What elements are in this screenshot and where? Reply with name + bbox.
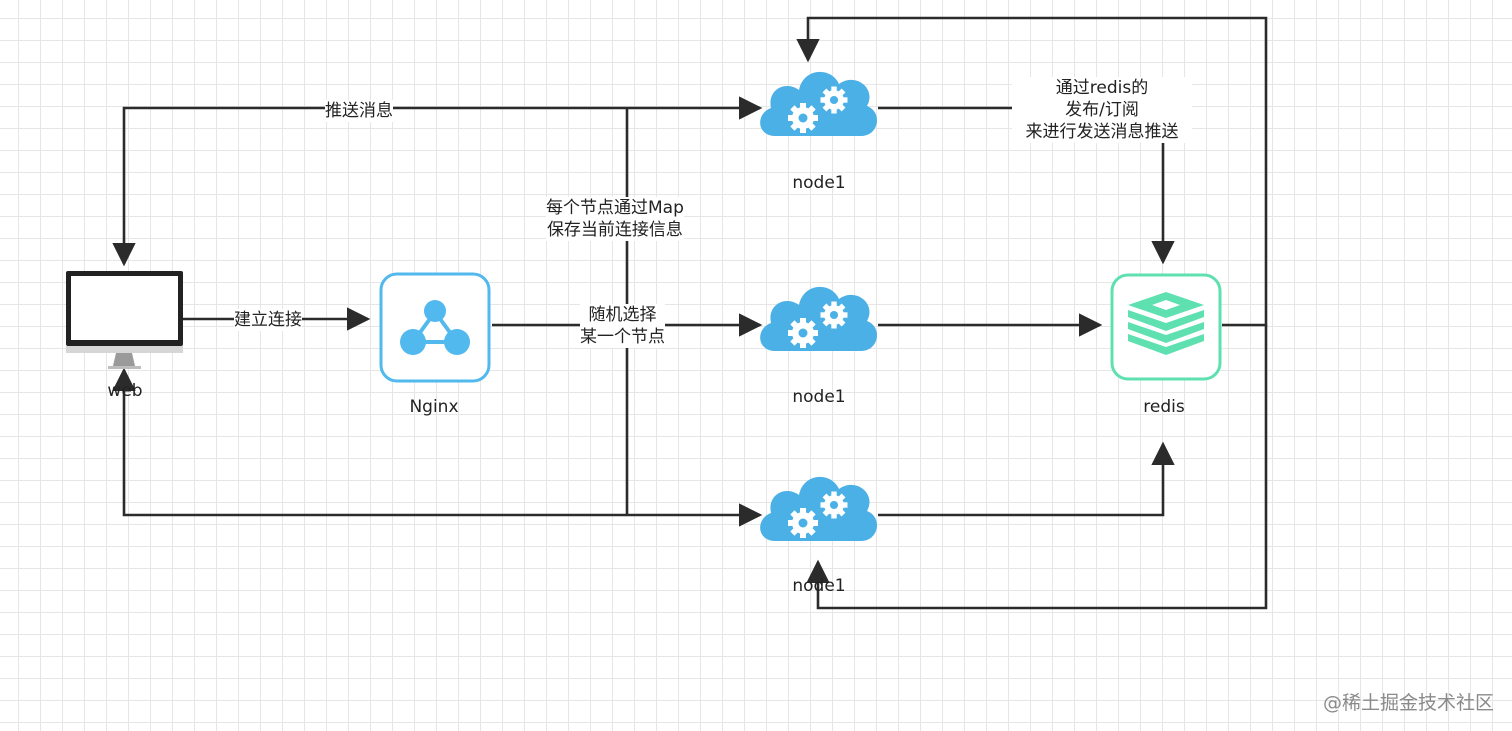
node-top-label: node1 bbox=[792, 173, 846, 193]
edge-redis-node-top bbox=[796, 16, 1268, 327]
monitor-icon bbox=[66, 271, 183, 369]
edge-label-redis-line2: 发布/订阅 bbox=[1065, 100, 1139, 120]
redis-icon bbox=[1110, 273, 1222, 381]
node-mid-label: node1 bbox=[792, 387, 846, 407]
nginx-icon bbox=[379, 272, 491, 383]
edge-bottom-web bbox=[112, 367, 627, 517]
edge-label-push: 推送消息 bbox=[325, 100, 393, 122]
cloud-icon-top bbox=[760, 71, 878, 136]
edge-label-map-line2: 保存当前连接信息 bbox=[546, 220, 683, 240]
edge-label-random-line1: 随机选择 bbox=[588, 305, 657, 325]
edge-redis-node-bot bbox=[806, 325, 1268, 610]
edge-label-redis: 通过redis的 发布/订阅 来进行发送消息推送 bbox=[1012, 77, 1192, 143]
edge-push-web-top bbox=[112, 106, 627, 267]
watermark: @稀土掘金技术社区 bbox=[1322, 692, 1494, 714]
edge-node-bot-redis bbox=[878, 441, 1175, 517]
edge-label-redis-line1: 通过redis的 bbox=[1055, 78, 1149, 98]
edge-label-connect: 建立连接 bbox=[234, 309, 302, 331]
edge-label-map: 每个节点通过Map 保存当前连接信息 bbox=[546, 197, 684, 241]
web-label: web bbox=[107, 381, 143, 401]
edge-label-map-line1: 每个节点通过Map bbox=[546, 198, 684, 218]
edge-label-random: 随机选择 某一个节点 bbox=[580, 304, 665, 348]
edge-label-random-line2: 某一个节点 bbox=[580, 327, 665, 347]
cloud-icon-mid bbox=[760, 286, 878, 351]
node-bot-label: node1 bbox=[792, 576, 846, 596]
edge-label-redis-line3: 来进行发送消息推送 bbox=[1025, 122, 1179, 142]
cloud-icon-bot bbox=[760, 476, 878, 541]
nginx-label: Nginx bbox=[409, 397, 459, 417]
redis-label: redis bbox=[1143, 397, 1185, 417]
